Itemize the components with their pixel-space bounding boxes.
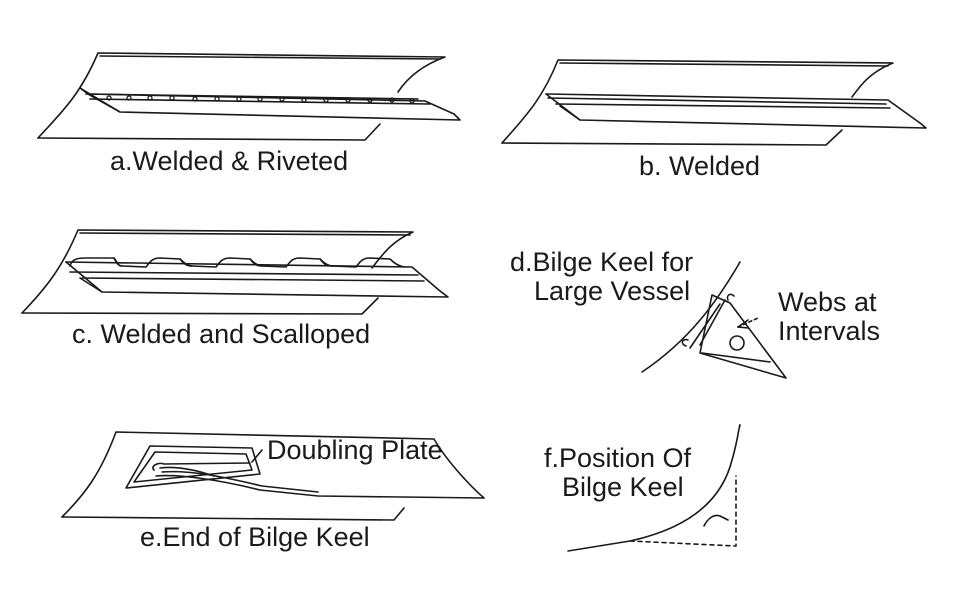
label-webs-line1: Webs at <box>778 287 877 317</box>
label-webs: Webs at Intervals <box>778 288 880 346</box>
label-c: c. Welded and Scalloped <box>72 319 371 349</box>
label-d: d.Bilge Keel for Large Vessel <box>510 248 693 306</box>
label-f: f.Position Of Bilge Keel <box>544 444 691 502</box>
drawing-b-welded <box>501 59 927 146</box>
label-b: b. Welded <box>639 151 761 181</box>
label-doubling-plate: Doubling Plate <box>267 435 443 465</box>
drawing-c-welded-scalloped <box>21 229 449 315</box>
drawing-d-large-vessel <box>641 261 787 379</box>
label-a: a.Welded & Riveted <box>110 146 349 176</box>
drawing-e-end-of-bilge-keel <box>61 431 485 521</box>
drawing-f-position-of-bilge-keel <box>567 424 741 552</box>
label-d-line1: d.Bilge Keel for <box>510 247 694 277</box>
drawing-a-welded-riveted <box>37 52 461 141</box>
label-f-line1: f.Position Of <box>544 443 692 473</box>
label-webs-line2: Intervals <box>778 316 881 346</box>
label-d-line2: Large Vessel <box>534 276 691 306</box>
label-e: e.End of Bilge Keel <box>140 522 370 552</box>
label-f-line2: Bilge Keel <box>562 472 684 502</box>
